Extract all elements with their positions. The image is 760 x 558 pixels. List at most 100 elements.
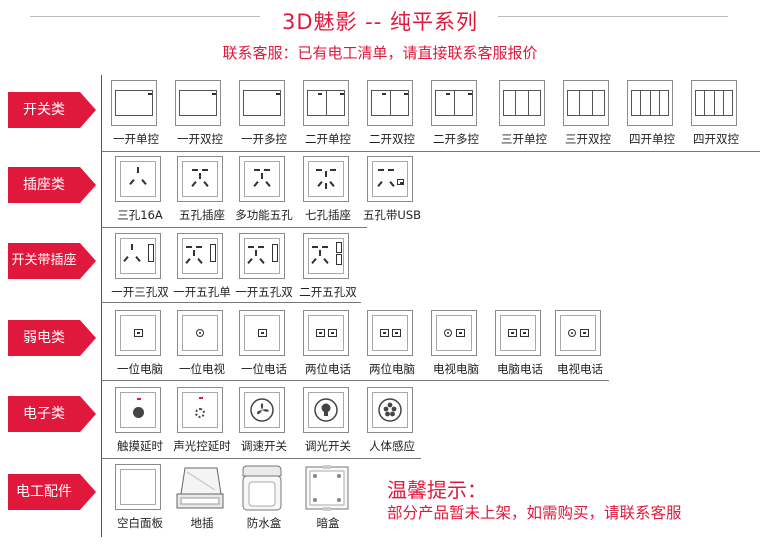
tip-text: 部分产品暂未上架，如需购买，请联系客服 [387,504,682,522]
page-subtitle: 联系客服：已有电工清单，请直接联系客服报价 [222,44,538,62]
product-label: 一开单控 [113,132,159,146]
touch-button-icon [115,387,161,433]
product-label: 三开双控 [565,132,611,146]
product-label: 一位电话 [241,362,287,376]
product-label: 电视电脑 [433,362,479,376]
category-low-voltage[interactable]: 弱电类 [8,320,96,356]
arrow-tag-icon [8,474,96,510]
title-right-rule [498,16,728,17]
row-separator [101,302,361,303]
category-label: 开关类 [23,102,65,118]
product-label: 三孔16A [117,208,163,222]
category-label: 电子类 [23,406,65,422]
product-label: 人体感应 [369,439,415,453]
product-label: 一开五孔双 [235,285,293,299]
fan-speed-icon [239,387,285,433]
three-pin-socket-icon [115,156,161,202]
product-label: 一开多控 [241,132,287,146]
product-label: 多功能五孔 [235,208,293,222]
category-switches[interactable]: 开关类 [8,92,96,128]
switch-socket-icon [177,233,223,279]
page-title: 3D魅影 -- 纯平系列 [281,10,479,34]
product-label: 电视电话 [557,362,603,376]
title-left-rule [30,16,260,17]
row-separator [101,458,421,459]
product-label: 七孔插座 [305,208,351,222]
product-label: 一开双控 [177,132,223,146]
four-gang-switch-icon [627,80,673,126]
category-label: 弱电类 [23,330,65,346]
double-network-port-icon [367,310,413,356]
tv-network-port-icon [431,310,477,356]
product-label: 二开双控 [369,132,415,146]
product-label: 调速开关 [241,439,287,453]
arrow-tag-icon [8,167,96,203]
switch-socket-icon [115,233,161,279]
arrow-tag-icon [8,396,96,432]
four-gang-switch-icon [691,80,737,126]
switch-socket-icon [239,233,285,279]
category-switch-sockets[interactable]: 开关带插座 [8,243,96,279]
product-label: 一位电视 [179,362,225,376]
one-gang-switch-icon [111,80,157,126]
category-sockets[interactable]: 插座类 [8,167,96,203]
product-label: 四开双控 [693,132,739,146]
switch-socket-icon [303,233,349,279]
product-label: 调光开关 [305,439,351,453]
product-label: 一位电脑 [117,362,163,376]
product-label: 声光控延时 [173,439,231,453]
tip-title: 温馨提示： [387,478,487,502]
product-label: 两位电话 [305,362,351,376]
three-gang-switch-icon [499,80,545,126]
product-label: 一开五孔单 [173,285,231,299]
product-label: 电脑电话 [497,362,543,376]
usb-socket-icon [367,156,413,202]
product-label: 触摸延时 [117,439,163,453]
phone-port-icon [239,310,285,356]
category-accessories[interactable]: 电工配件 [8,474,96,510]
product-label: 二开五孔双 [299,285,357,299]
product-label: 两位电脑 [369,362,415,376]
product-label: 空白面板 [117,516,163,530]
product-label: 二开单控 [305,132,351,146]
row-separator [101,227,367,228]
network-port-icon [115,310,161,356]
network-phone-port-icon [495,310,541,356]
one-gang-switch-icon [175,80,221,126]
tv-phone-port-icon [555,310,601,356]
row-separator [101,151,760,152]
waterproof-box-icon [239,464,285,512]
category-label: 开关带插座 [11,253,77,268]
double-phone-port-icon [303,310,349,356]
product-label: 防水盒 [246,516,282,530]
tv-jack-icon [177,310,223,356]
motion-sensor-icon [367,387,413,433]
product-label: 三开单控 [501,132,547,146]
two-gang-switch-icon [303,80,349,126]
three-gang-switch-icon [563,80,609,126]
product-label: 二开多控 [433,132,479,146]
product-label: 暗盒 [316,516,340,530]
arrow-tag-icon [8,92,96,128]
category-label: 插座类 [23,177,65,193]
two-gang-switch-icon [367,80,413,126]
product-label: 地插 [190,516,214,530]
category-electronic[interactable]: 电子类 [8,396,96,432]
two-gang-switch-icon [431,80,477,126]
catalog-vertical-rule [101,75,102,537]
arrow-tag-icon [8,320,96,356]
category-label: 电工配件 [16,484,72,500]
floor-socket-icon [175,464,225,512]
blank-panel-icon [115,464,161,510]
product-label: 五孔带USB [362,208,422,222]
bulb-dimmer-icon [303,387,349,433]
product-label: 四开单控 [629,132,675,146]
row-separator [101,380,609,381]
wall-box-icon [303,464,351,512]
arrow-tag-icon [8,243,96,279]
product-label: 五孔插座 [179,208,225,222]
product-label: 一开三孔双 [111,285,169,299]
seven-pin-socket-icon [303,156,349,202]
one-gang-switch-icon [239,80,285,126]
